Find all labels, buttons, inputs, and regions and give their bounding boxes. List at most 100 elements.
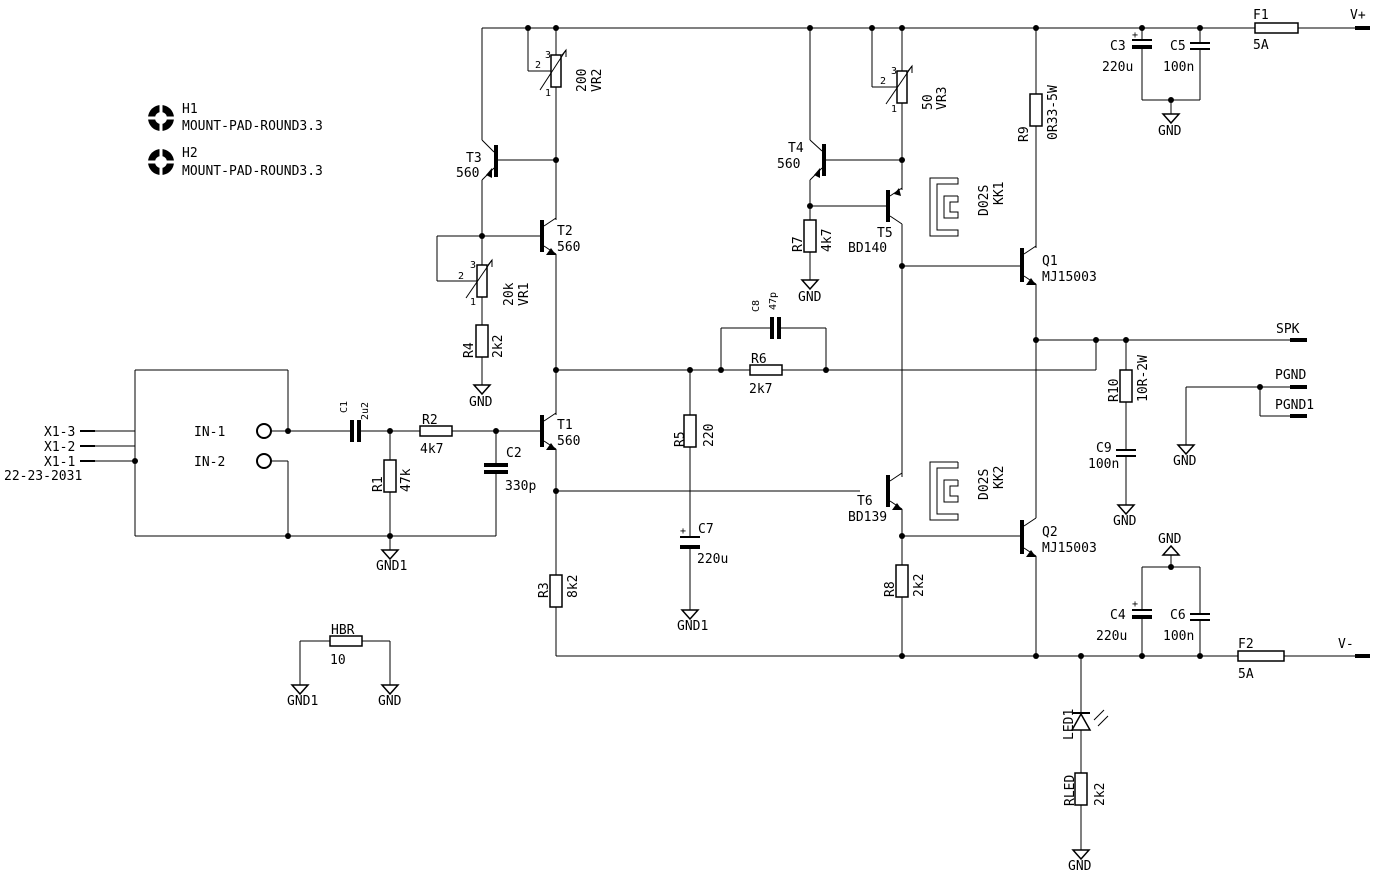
r5-name: R5 (673, 431, 688, 447)
resistor-r5: R5 220 (673, 370, 717, 537)
svg-text:GND: GND (798, 290, 822, 305)
r4-name: R4 (462, 342, 477, 358)
resistor-r3: R3 8k2 (537, 574, 581, 656)
svg-text:2: 2 (880, 76, 886, 87)
c3-name: C3 (1110, 39, 1126, 54)
r2-name: R2 (422, 413, 438, 428)
transistor-t1: T1 560 (540, 370, 580, 575)
gnd-symbol-r7: GND (798, 252, 822, 305)
q2-name: Q2 (1042, 525, 1058, 540)
vplus-rail: V+ F1 5A (482, 8, 1370, 53)
x1-part-label: 22-23-2031 (4, 469, 82, 484)
vminus-label: V- (1338, 637, 1354, 652)
svg-text:+: + (1132, 30, 1138, 41)
svg-text:3: 3 (545, 50, 551, 61)
vplus-label: V+ (1350, 8, 1366, 23)
led1-name: LED1 (1062, 709, 1077, 740)
svg-text:GND: GND (378, 694, 402, 709)
r9-name: R9 (1017, 126, 1032, 142)
svg-text:GND1: GND1 (677, 619, 708, 634)
capacitor-c6: C6 100n (1163, 567, 1210, 656)
r8-name: R8 (883, 581, 898, 597)
r10-name: R10 (1107, 379, 1122, 402)
t3-value: 560 (456, 166, 479, 181)
transistor-t6: T6 BD139 (848, 472, 903, 565)
heatsink-kk1: D02S KK1 (929, 177, 1007, 237)
resistor-r7: R7 4k7 (791, 219, 835, 253)
capacitor-c4: + C4 220u (1096, 567, 1152, 656)
mount-h1-name: H1 (182, 102, 198, 117)
connector-x1: X1-3 X1-2 X1-1 22-23-2031 (4, 425, 138, 484)
fuse-f1-name: F1 (1253, 8, 1269, 23)
r6-name: R6 (751, 352, 767, 367)
r7-value: 4k7 (820, 229, 835, 252)
r1-value: 47k (399, 468, 414, 492)
gnd-symbol-r4: GND (469, 357, 493, 410)
gnd-symbol-hbr: GND (378, 684, 402, 709)
capacitor-c2: C2 330p (484, 431, 536, 536)
svg-text:IN-2: IN-2 (194, 455, 225, 470)
c3-value: 220u (1102, 60, 1133, 75)
t6-name: T6 (857, 494, 873, 509)
gnd-symbol-led: GND (1068, 849, 1092, 874)
r7-name: R7 (791, 236, 806, 252)
pgnd1-label: PGND1 (1275, 398, 1314, 413)
vminus-rail: V- F2 5A (556, 637, 1370, 682)
c9-value: 100n (1088, 457, 1119, 472)
c7-name: C7 (698, 522, 714, 537)
kk2-value: D02S (977, 469, 992, 500)
resistor-r4: R4 2k2 (462, 324, 506, 358)
t5-value: BD140 (848, 241, 887, 256)
pgnd-label: PGND (1275, 368, 1306, 383)
svg-text:GND: GND (469, 395, 493, 410)
gnd-symbol-c9: GND (1113, 504, 1137, 529)
c4-name: C4 (1110, 608, 1126, 623)
svg-text:2: 2 (535, 60, 541, 71)
capacitor-c7: + C7 220u (680, 522, 728, 610)
mount-h1-value: MOUNT-PAD-ROUND3.3 (182, 119, 323, 134)
transistor-q2: Q2 MJ15003 (1020, 517, 1097, 557)
x1-3-label: X1-3 (44, 425, 75, 440)
t2-name: T2 (557, 224, 573, 239)
potentiometer-vr1: 3 2 1 20k VR1 (436, 235, 532, 308)
hbr-name: HBR (331, 623, 355, 638)
resistor-r2: R2 4k7 (419, 413, 453, 457)
svg-text:1: 1 (891, 104, 897, 115)
hbr-value: 10 (330, 653, 346, 668)
fuse-f1 (1254, 22, 1299, 34)
mount-h2-name: H2 (182, 146, 198, 161)
t2-value: 560 (557, 240, 580, 255)
gnd1-symbol-c7: GND1 (677, 609, 708, 634)
c1-name: C1 (339, 401, 350, 413)
transistor-t5: T5 BD140 (848, 187, 903, 477)
spk-label: SPK (1276, 322, 1300, 337)
svg-text:GND: GND (1158, 124, 1182, 139)
r3-value: 8k2 (566, 575, 581, 598)
input-jack-in1: IN-1 (194, 423, 291, 440)
gnd1-symbol-input: GND1 (376, 536, 407, 574)
r10-value: 10R-2W (1136, 355, 1151, 402)
rled-value: 2k2 (1093, 783, 1108, 806)
r3-name: R3 (537, 582, 552, 598)
capacitor-c5: C5 100n (1163, 28, 1210, 100)
c6-value: 100n (1163, 629, 1194, 644)
vr3-name: VR3 (935, 87, 950, 110)
resistor-rled: RLED 2k2 (1063, 772, 1108, 850)
svg-text:GND: GND (1113, 514, 1137, 529)
c6-name: C6 (1170, 608, 1186, 623)
gnd1-symbol-hbr: GND1 (287, 684, 318, 709)
c1-value: 2u2 (360, 402, 371, 420)
r8-value: 2k2 (912, 574, 927, 597)
rled-name: RLED (1063, 775, 1078, 806)
capacitor-c1: C1 2u2 (339, 401, 371, 442)
led-led1: LED1 (1062, 656, 1109, 773)
capacitor-c9: C9 100n (1088, 441, 1136, 505)
vr1-name: VR1 (517, 283, 532, 306)
c7-value: 220u (697, 552, 728, 567)
c9-name: C9 (1096, 441, 1112, 456)
t6-value: BD139 (848, 510, 887, 525)
resistor-r9: R9 0R33-5W (1017, 85, 1061, 142)
resistor-r8: R8 2k2 (883, 564, 927, 656)
r2-value: 4k7 (420, 442, 443, 457)
kk2-name: KK2 (992, 466, 1007, 489)
